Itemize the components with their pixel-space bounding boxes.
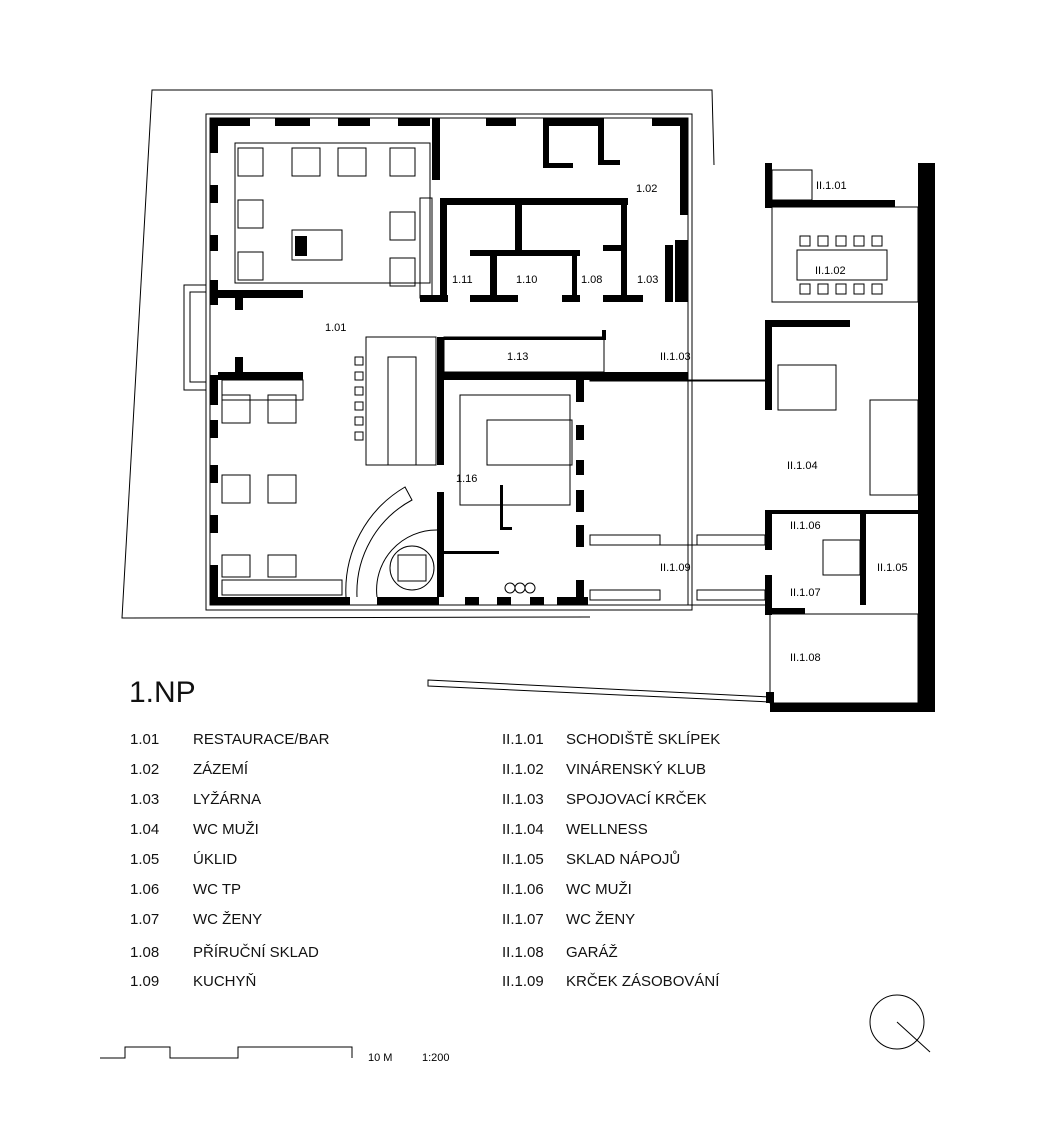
legend-room-name: SCHODIŠTĚ SKLÍPEK [566,731,721,748]
legend-code: II.1.02 [502,761,544,778]
room-label-1-10: 1.10 [516,274,537,286]
legend-room-name: LYŽÁRNA [193,791,262,808]
legend-code: II.1.08 [502,944,544,961]
room-label-ii-1-06: II.1.06 [790,520,821,532]
room-label-1-03: 1.03 [637,274,658,286]
legend-room-name: KRČEK ZÁSOBOVÁNÍ [566,973,720,990]
legend-room-name: VINÁRENSKÝ KLUB [566,761,707,778]
legend-code: II.1.07 [502,911,544,928]
legend-code: II.1.04 [502,821,544,838]
site-boundary [121,89,715,619]
legend-code: II.1.09 [502,973,544,990]
north-arrow-icon [869,994,931,1053]
room-labels: 1.01 1.02 1.11 1.10 1.08 1.03 1.13 1.16 … [325,180,908,664]
legend-room-name: WELLNESS [566,821,648,838]
legend-code: 1.06 [130,881,160,898]
interior-lines [183,142,919,704]
room-label-ii-1-07: II.1.07 [790,587,821,599]
legend-room-name: ÚKLID [193,851,238,868]
legend-room-name: WC MUŽI [193,821,259,838]
room-label-ii-1-01: II.1.01 [816,180,847,192]
room-label-ii-1-03: II.1.03 [660,351,691,363]
legend-code: II.1.01 [502,731,544,748]
scale-length: 10 M [368,1052,392,1064]
scale-bar: 10 M 1:200 [100,1046,450,1064]
main-building-outline [205,113,693,611]
legend-code: 1.03 [130,791,160,808]
legend-code: 1.09 [130,973,160,990]
room-label-ii-1-04: II.1.04 [787,460,818,472]
legend-code: 1.08 [130,944,160,961]
legend-room-name: WC ŽENY [193,911,263,928]
room-label-1-13: 1.13 [507,351,528,363]
room-label-1-02: 1.02 [636,183,657,195]
room-label-1-11: 1.11 [452,274,473,286]
legend-room-name: GARÁŽ [566,944,618,961]
scale-ratio: 1:200 [422,1052,450,1064]
legend-room-name: SKLAD NÁPOJŮ [566,851,681,868]
legend-room-name: RESTAURACE/BAR [193,731,330,748]
legend-room-name: ZÁZEMÍ [193,761,248,778]
room-label-1-08: 1.08 [581,274,602,286]
legend-code: II.1.03 [502,791,544,808]
legend-code: 1.04 [130,821,160,838]
legend-code: 1.05 [130,851,160,868]
legend-code: 1.01 [130,731,160,748]
legend-room-name: WC TP [193,881,242,898]
ramp-line [427,679,771,703]
room-label-ii-1-05: II.1.05 [877,562,908,574]
legend-code: 1.07 [130,911,160,928]
room-label-1-01: 1.01 [325,322,346,334]
legend-room-name: KUCHYŇ [193,973,257,990]
legend-room-name: PŘÍRUČNÍ SKLAD [193,944,319,961]
legend-code: II.1.05 [502,851,544,868]
room-label-ii-1-09: II.1.09 [660,562,691,574]
floor-title: 1.NP [129,676,196,709]
legend-room-name: SPOJOVACÍ KRČEK [566,791,707,808]
furniture [221,147,883,594]
legend-room-name: WC ŽENY [566,911,636,928]
room-label-ii-1-02: II.1.02 [815,265,846,277]
legend-room-name: WC MUŽI [566,881,632,898]
legend-code: II.1.06 [502,881,544,898]
walls [210,118,935,712]
room-label-ii-1-08: II.1.08 [790,652,821,664]
legend-code: 1.02 [130,761,160,778]
room-label-1-16: 1.16 [456,473,477,485]
